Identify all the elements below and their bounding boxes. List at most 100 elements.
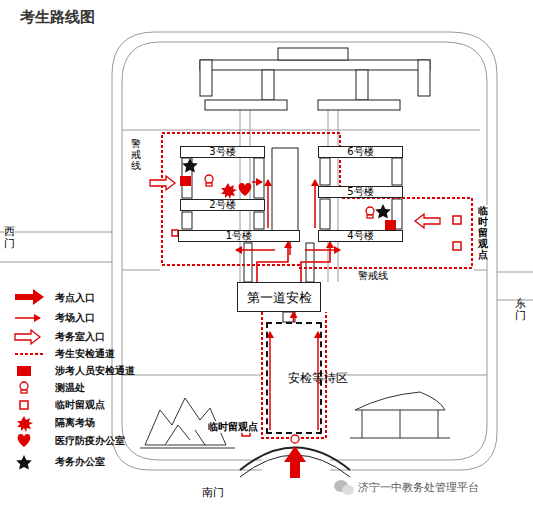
route-arrow [293, 312, 295, 322]
map-shape [375, 204, 391, 219]
map-shape [314, 180, 316, 228]
map-title: 考生路线图 [20, 8, 95, 26]
medical-icon [239, 183, 252, 196]
building-bar: 2号楼 [180, 199, 265, 211]
node-label: 4号楼 [347, 231, 373, 241]
legend-text: 考生安检通道 [55, 348, 115, 360]
map-shape [15, 353, 45, 355]
legend-text: 隔离考场 [55, 417, 95, 429]
legend-text: 临时留观点 [55, 399, 105, 411]
observation-label: 临时留观点 [478, 205, 488, 260]
legend-text: 考点入口 [55, 292, 95, 304]
map-shape [392, 158, 402, 185]
legend-text: 考务办公室 [55, 456, 105, 468]
map-shape [355, 392, 445, 410]
gate-label: 南门 [202, 486, 224, 499]
map-shape [342, 485, 354, 495]
map-shape [200, 60, 212, 96]
map-shape [112, 32, 497, 470]
map-shape [140, 448, 235, 449]
map-shape [305, 249, 340, 251]
map-shape [236, 249, 275, 251]
gate-label: 东门 [515, 298, 526, 322]
legend-text: 考场入口 [55, 312, 95, 324]
map-shape [205, 100, 287, 110]
node-label: 安检等待区 [288, 372, 300, 384]
legend-text: 医疗防疫办公室 [55, 435, 125, 447]
map-shape [366, 207, 374, 215]
legend-text: 测温处 [55, 382, 85, 394]
watermark: 济宁一中教务处管理平台 [356, 481, 481, 494]
map-shape [15, 317, 40, 319]
map-shape [244, 243, 252, 282]
map-shape [278, 48, 348, 60]
map-shape [320, 158, 330, 185]
node-label: 3号楼 [209, 147, 235, 157]
map-shape [165, 425, 205, 445]
gate-label: 西门 [4, 226, 15, 250]
map-shape [453, 216, 461, 224]
observation-point [172, 216, 461, 436]
map-shape [122, 130, 487, 270]
south-gate [240, 435, 350, 478]
map-shape [497, 272, 533, 300]
check-route [262, 312, 326, 438]
map-shape [205, 175, 213, 183]
route-arrow [257, 242, 288, 282]
pavilion [350, 392, 450, 438]
map-shape [150, 176, 175, 190]
top-buildings [200, 48, 430, 110]
observation-label: 临时留观点 [208, 421, 258, 433]
wechat-icon [334, 480, 354, 495]
building-bar: 3号楼 [180, 146, 265, 158]
legend-swatch [17, 366, 31, 376]
legend-text: 涉考人员安检通道 [55, 365, 135, 377]
map-shape [252, 181, 262, 183]
node-label: 第一道安检 [247, 291, 312, 304]
map-shape [317, 332, 319, 430]
map-shape [0, 232, 112, 262]
map-shape [267, 180, 269, 228]
cordon-label: 警戒线 [358, 270, 388, 282]
map-shape [122, 42, 487, 460]
office-entry-arrow [150, 176, 440, 228]
node-label: 1号楼 [226, 231, 252, 241]
map-shape [16, 455, 32, 470]
map-shape [418, 60, 430, 96]
map-shape [283, 312, 295, 322]
building-bar: 6号楼 [318, 146, 403, 158]
route-arrow [236, 180, 340, 430]
map-shape [453, 242, 461, 250]
map-shape [320, 199, 330, 229]
map-shape [415, 214, 440, 228]
map-shape [17, 416, 33, 432]
map-shape [15, 330, 40, 344]
temp-point [205, 175, 374, 218]
legend-text: 考务室入口 [55, 331, 105, 343]
waiting-area: 安检等待区 [266, 322, 322, 434]
security-box: 第一道安检 [237, 282, 321, 312]
building-wings [182, 148, 402, 238]
map-shape [356, 70, 368, 100]
map-shape [200, 60, 430, 70]
road-lines [0, 32, 533, 470]
node-label: 6号楼 [347, 147, 373, 157]
staff-check [385, 220, 396, 230]
legend-samples [15, 289, 45, 470]
staff-check [180, 176, 191, 186]
map-shape [21, 390, 27, 393]
map-shape [182, 212, 192, 229]
map-shape [318, 100, 400, 110]
map-shape [254, 158, 264, 198]
map-shape [122, 375, 487, 376]
office-star [182, 158, 391, 219]
map-shape [18, 434, 31, 447]
map-shape [284, 446, 306, 478]
map-shape [367, 215, 373, 218]
building-bar: 1号楼 [178, 230, 300, 242]
route-arrow [301, 242, 330, 282]
map-shape [20, 382, 28, 390]
map-shape [272, 148, 298, 238]
map-shape [291, 435, 299, 443]
map-shape [350, 438, 450, 439]
